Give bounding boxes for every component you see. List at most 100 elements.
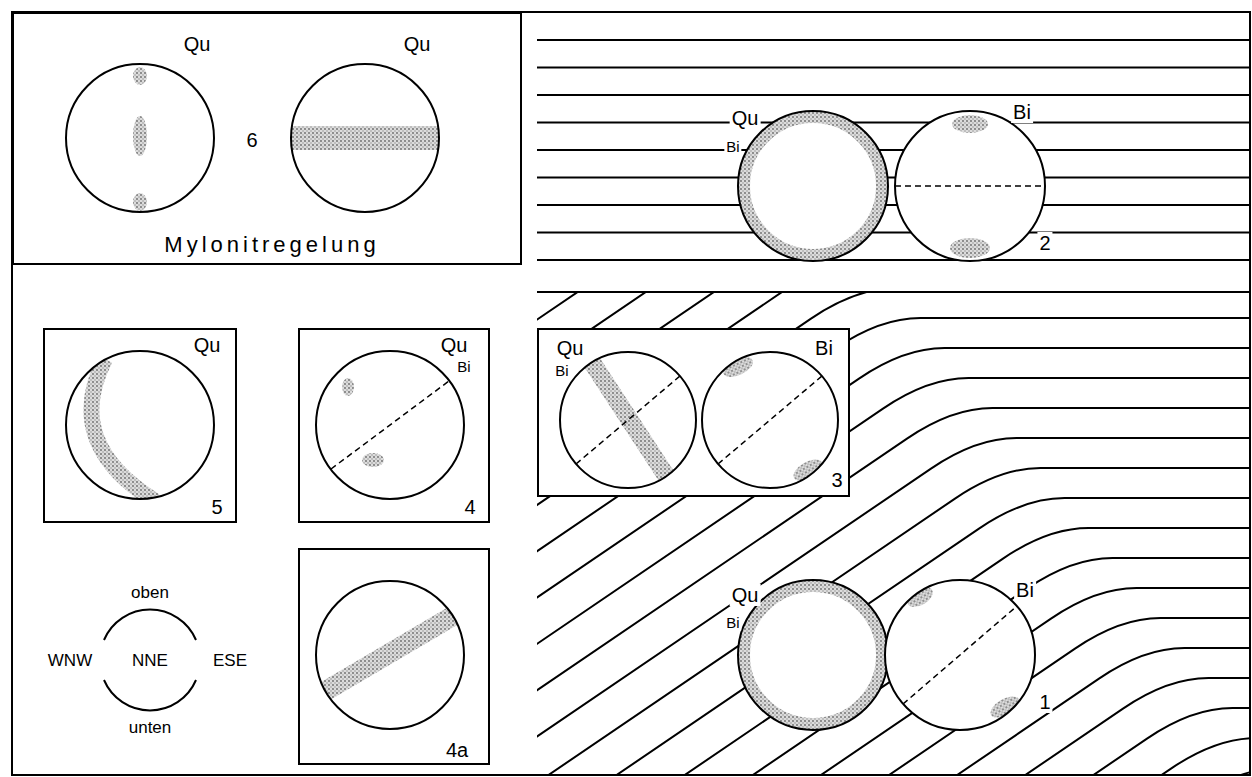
stereonet [702,352,838,488]
stereonet [66,64,214,212]
net-outline [895,111,1045,261]
bedding-line [537,149,1250,151]
bedding-line [537,204,1250,206]
panel-label: Qu [441,335,468,355]
panel-ground [298,548,490,765]
panel-ground [298,328,490,523]
panel-label: Qu [194,335,221,355]
stereonet [895,111,1045,261]
maximum-blob [720,353,756,381]
net-outline [66,64,214,212]
figure-label: Bi [724,614,741,631]
stereonet [885,580,1035,730]
figure-label: 1 [1037,691,1052,713]
figure-label: WNW [46,651,94,670]
net-outline [66,351,214,499]
fabric-panel: QuBiBi3 [537,328,850,497]
girdle-ring [738,580,888,730]
stereonet [316,351,464,499]
panel-label: Bi [555,363,568,378]
net-outline [738,580,888,730]
net-outline [316,351,464,499]
girdle-band [305,603,475,703]
orientation-arc [104,680,196,710]
fold-line [537,468,1250,775]
fold-line [537,498,1250,775]
girdle-ring [738,111,888,261]
panel-label: Qu [557,338,584,358]
bedding-line [537,122,1250,124]
fold-line [537,708,1250,775]
maximum-blob [133,67,147,85]
panel-label: Bi [815,338,833,358]
fold-line [537,768,1250,775]
stereonet [738,580,888,730]
boundary-line [537,291,1250,293]
figure-label: Bi [1014,579,1036,601]
stereonet [66,351,214,501]
panel-label: 4 [464,497,475,517]
maximum-blob [987,692,1023,722]
figure-label: NNE [130,651,170,670]
net-outline [560,352,696,488]
panel-label: Mylonitregelung [164,234,379,256]
panel-label: 4a [446,740,468,760]
fold-line [537,293,1250,312]
girdle-band [285,126,445,150]
fold-lines [537,293,1250,775]
bedding-line [537,39,1250,41]
fabric-panel: Qu 5 [43,328,237,523]
fold-line [537,293,1250,544]
girdle-arc [91,359,155,501]
maximum-blob [790,455,826,485]
fabric-panel: QuBi 4 [298,328,490,523]
maximum-blob [950,238,990,258]
figure-label: Bi [724,138,741,155]
orientation-arc [104,610,196,640]
figure-label: unten [127,718,174,737]
figure-label: Bi [1011,101,1033,123]
foliation-trace [576,376,680,464]
maximum-blob [133,116,147,156]
fold-line [537,738,1250,775]
stereonet [738,111,888,261]
fold-line [537,528,1250,775]
figure-label: Qu [730,584,761,606]
bedding-line [537,259,1250,261]
foliation-trace [331,381,449,469]
figure-label: 2 [1037,232,1052,254]
outer-frame [12,12,1250,775]
figure-label: ESE [211,651,249,670]
maximum-blob [362,453,384,467]
maximum-blob [952,115,988,133]
maximum-blob [904,583,936,611]
foliation-trace [903,606,1017,704]
fold-line [537,678,1250,775]
figure-label: Qu [730,107,761,129]
panel-label: Qu [184,34,211,54]
figure-label: oben [129,583,171,602]
panel-label: Qu [404,34,431,54]
bedding-line [537,232,1250,234]
panel-label: 6 [246,130,257,150]
stereonet [560,344,696,500]
maximum-blob [342,378,354,396]
net-outline [738,111,888,261]
stereonet [305,581,475,729]
fabric-panel: Qu 6 QuMylonitregelung [12,12,522,265]
net-outline [885,580,1035,730]
panel-label: 3 [831,470,842,490]
bedding-line [537,177,1250,179]
strata-lines [480,0,1252,777]
maximum-blob [133,193,147,211]
net-outline [316,581,464,729]
fold-line [537,293,1250,497]
panel-ground [537,328,850,497]
panel-ground [43,328,237,523]
stereonet [285,64,445,212]
panel-label: 5 [211,497,222,517]
net-outline [291,64,439,212]
panel-label: Bi [457,359,470,374]
